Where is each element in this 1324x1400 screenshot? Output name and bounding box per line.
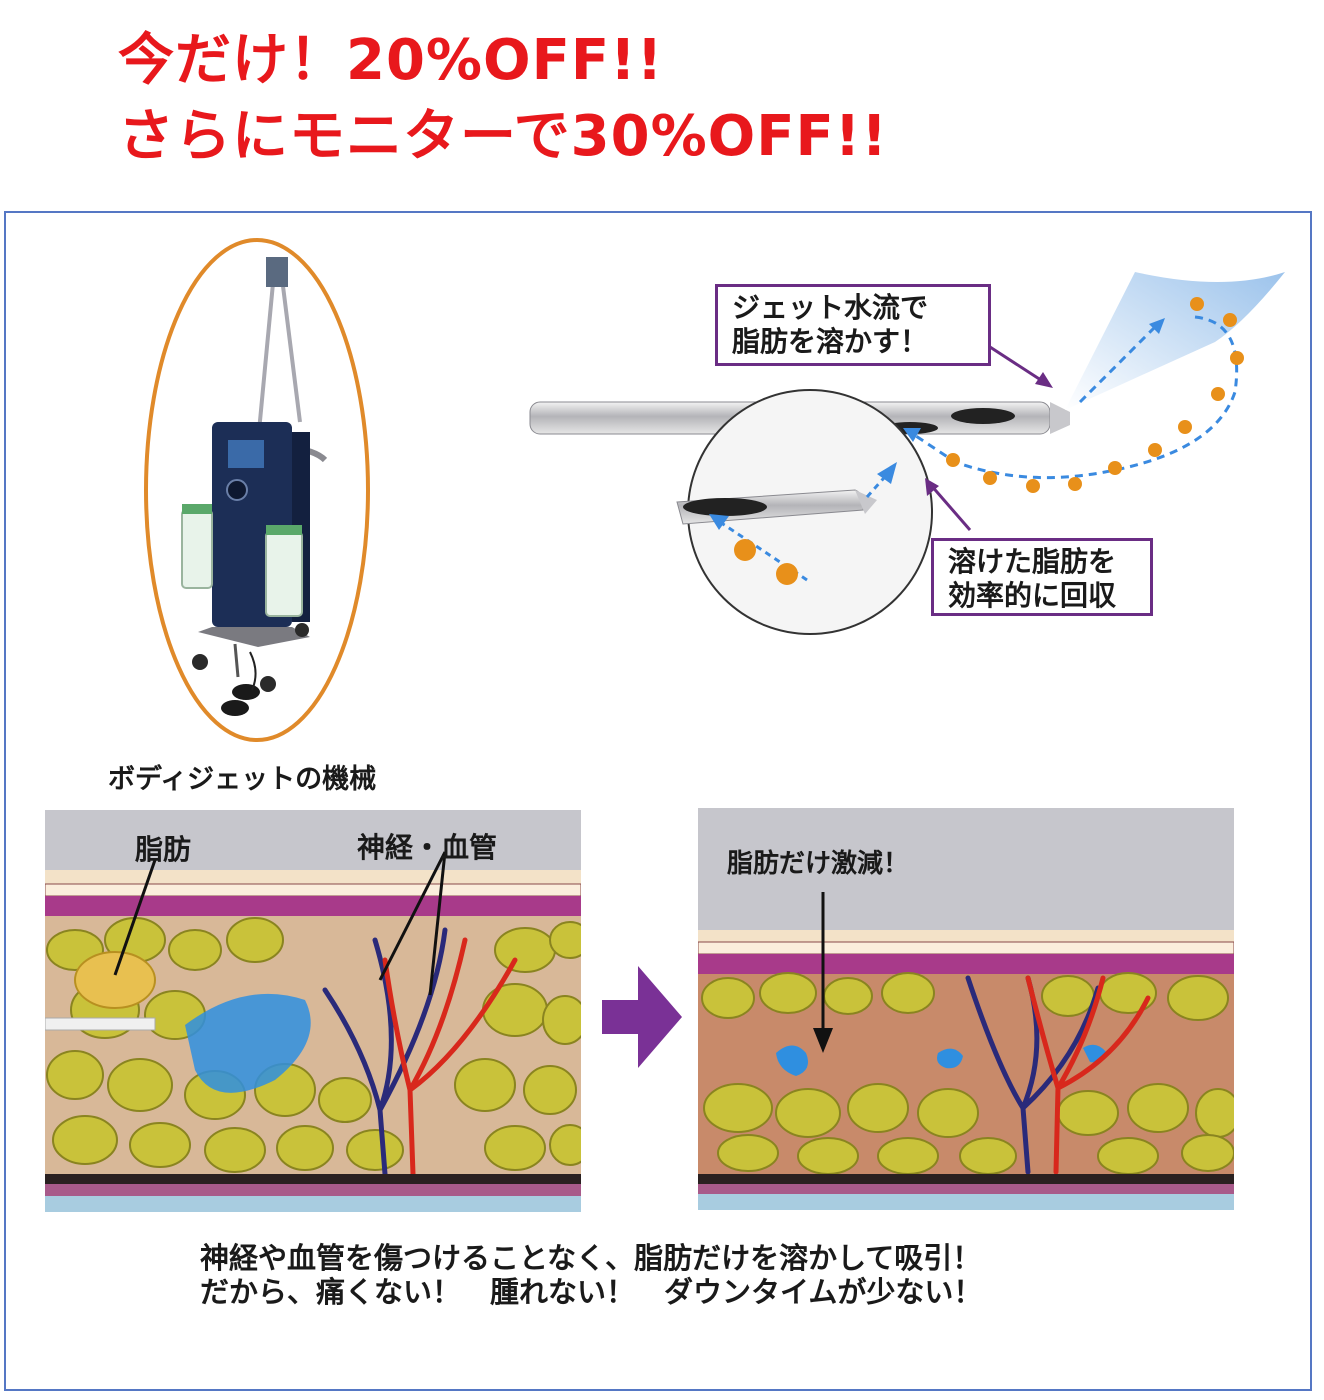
device-highlight-oval xyxy=(144,238,370,742)
device-caption: ボディジェットの機械 xyxy=(108,764,377,795)
remaining-fat-cells xyxy=(701,972,1234,1175)
transition-arrow xyxy=(602,966,682,1068)
result-label: 脂肪だけ激減！ xyxy=(727,849,910,879)
summary-line-2: だから、痛くない！ 腫れない！ ダウンタイムが少ない！ xyxy=(200,1275,983,1309)
fat-label: 脂肪 xyxy=(135,833,192,866)
promo-line-1: 今だけ！20%OFF!! xyxy=(118,28,664,93)
vessels xyxy=(322,927,518,1177)
jet-spray xyxy=(1065,272,1285,410)
fat-cells xyxy=(46,917,581,1173)
cannula-illustration xyxy=(529,272,1285,635)
device-illustration xyxy=(144,238,370,742)
illustration-frame xyxy=(4,211,1312,1391)
remaining-vessels xyxy=(965,975,1151,1175)
fat-droplets xyxy=(946,297,1244,493)
fluid-area xyxy=(185,993,311,1093)
after-skin-panel xyxy=(698,808,1234,1210)
summary-line-1: 神経や血管を傷つけることなく、脂肪だけを溶かして吸引！ xyxy=(200,1241,982,1275)
before-skin-panel xyxy=(45,810,581,1212)
promo-line-2: さらにモニターで30%OFF!! xyxy=(118,104,888,169)
collect-label: 溶けた脂肪を 効率的に回収 xyxy=(931,538,1153,616)
nerve-vessel-label: 神経・血管 xyxy=(357,831,498,864)
jet-label: ジェット水流で 脂肪を溶かす！ xyxy=(715,284,991,366)
